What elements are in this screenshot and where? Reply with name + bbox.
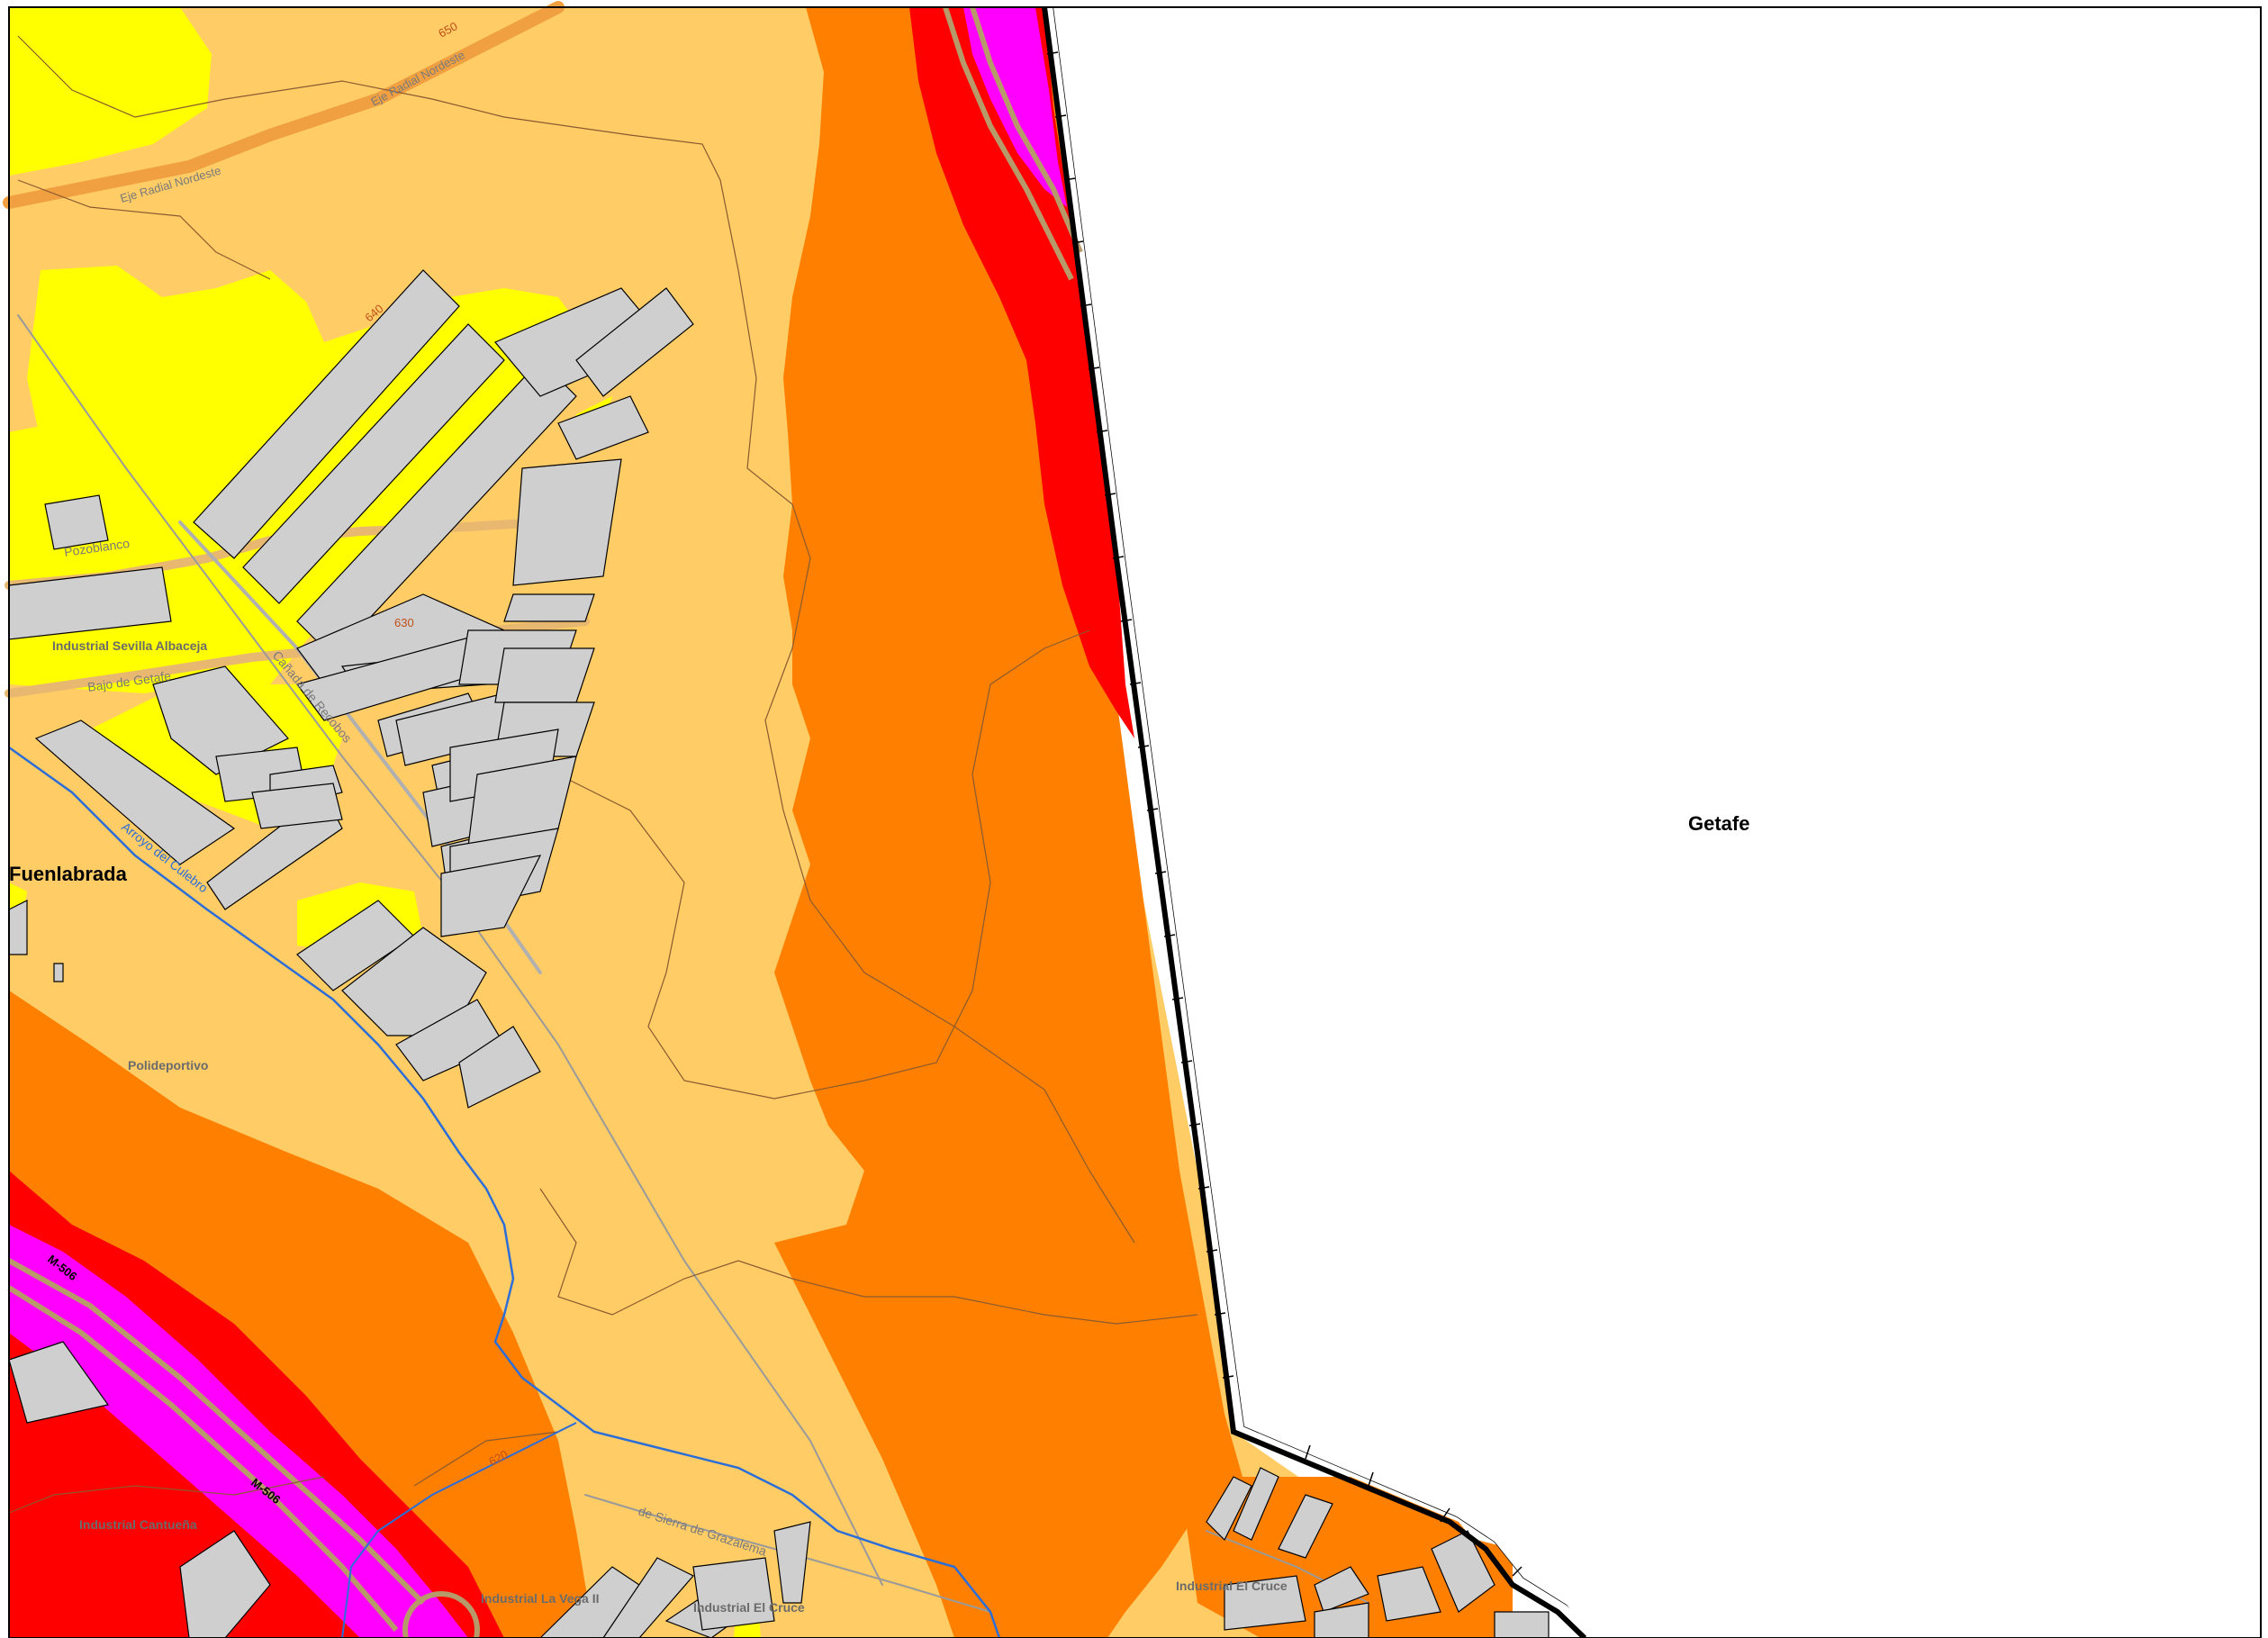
boundary-ticks — [1046, 51, 1523, 1577]
arroyo-river — [8, 746, 1001, 1638]
building-blocks — [8, 269, 1550, 1638]
highway-lines — [7, 6, 1083, 1638]
contour-label-630: 630 — [394, 616, 414, 629]
zone-red-areas — [9, 7, 1134, 1638]
contour-lines — [8, 35, 1198, 1514]
place-industrial-sevilla: Industrial Sevilla Albaceja — [52, 638, 207, 653]
getafe-area — [1053, 7, 2268, 1638]
map-frame — [8, 6, 2262, 1638]
place-industrial-la-vega: Industrial La Vega II — [481, 1591, 599, 1606]
place-industrial-el-cruce-2: Industrial El Cruce — [1176, 1579, 1288, 1593]
place-industrial-cantuena: Industrial Cantueña — [79, 1517, 197, 1532]
arroyo-tributary — [341, 1422, 577, 1638]
municipality-getafe: Getafe — [1688, 812, 1749, 835]
place-industrial-el-cruce-1: Industrial El Cruce — [693, 1600, 805, 1615]
municipality-fuenlabrada: Fuenlabrada — [9, 863, 128, 885]
place-polideportivo: Polideportivo — [128, 1058, 208, 1072]
